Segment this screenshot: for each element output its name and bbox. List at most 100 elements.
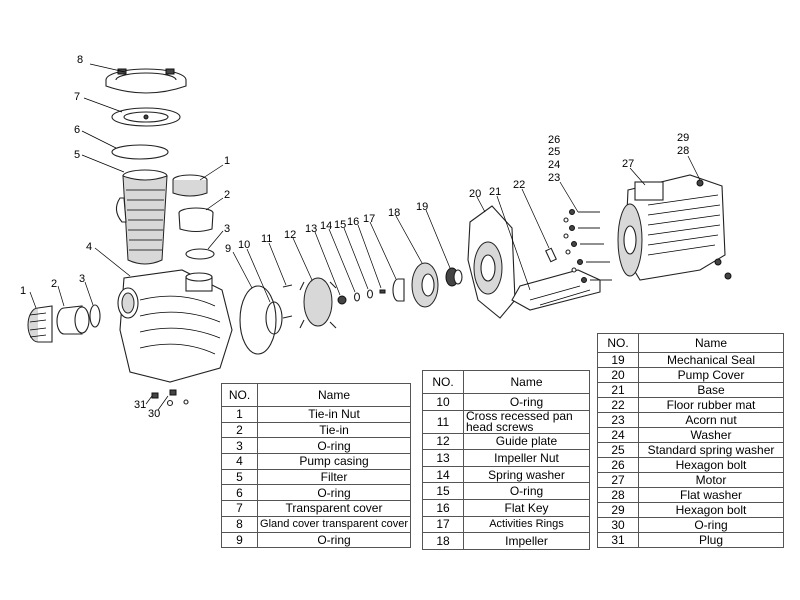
callout-9: 9 — [225, 243, 231, 255]
row-no: 25 — [597, 442, 639, 458]
pump-cover-part — [467, 205, 516, 319]
callout-3: 3 — [79, 273, 85, 285]
callout-27: 27 — [622, 158, 634, 170]
row-name: Mechanical Seal — [638, 352, 784, 368]
callout-31: 31 — [134, 399, 146, 411]
callout-28: 28 — [677, 145, 689, 157]
row-name: Filter — [257, 468, 411, 486]
row-no: 24 — [597, 427, 639, 443]
flat-key-part — [379, 289, 386, 294]
row-name: Tie-in — [257, 421, 411, 439]
row-name: Cross recessed pan head screws — [463, 409, 590, 434]
callout-8: 8 — [77, 54, 83, 66]
row-name: O-ring — [257, 531, 411, 549]
row-name: O-ring — [257, 484, 411, 502]
row-name: Acorn nut — [638, 412, 784, 428]
callout-24: 24 — [548, 159, 560, 171]
o-ring-left-part — [89, 304, 101, 328]
row-name: Impeller — [463, 532, 590, 550]
callout-5: 5 — [74, 149, 80, 161]
table-header-row: NO. Name — [422, 370, 590, 394]
tie-in-left-part — [56, 305, 90, 335]
row-no: 17 — [422, 515, 464, 534]
callout-17: 17 — [363, 213, 375, 225]
row-no: 27 — [597, 472, 639, 488]
header-no: NO. — [422, 370, 464, 394]
row-no: 23 — [597, 412, 639, 428]
header-name: Name — [463, 370, 590, 394]
row-no: 11 — [422, 409, 464, 434]
o-ring-9-part — [239, 285, 277, 355]
o-ring-15-part — [366, 289, 374, 299]
row-name: Pump casing — [257, 453, 411, 470]
row-name: Guide plate — [463, 432, 590, 451]
impeller-part — [411, 262, 439, 308]
callout-3-top: 3 — [224, 223, 230, 235]
row-name: Tie-in Nut — [257, 406, 411, 423]
row-name: Standard spring washer — [638, 442, 784, 458]
impeller-nut-part — [337, 295, 347, 305]
header-name: Name — [638, 333, 784, 353]
callout-11: 11 — [261, 233, 272, 245]
row-name: Flat washer — [638, 487, 784, 503]
row-no: 26 — [597, 457, 639, 473]
callout-7: 7 — [74, 91, 80, 103]
plug-and-o-ring-part — [151, 389, 189, 407]
o-ring-6-part — [111, 144, 169, 160]
row-name: Hexagon bolt — [638, 502, 784, 518]
callout-25: 25 — [548, 146, 560, 158]
row-no: 7 — [220, 500, 259, 517]
callout-19: 19 — [416, 201, 428, 213]
row-no: 8 — [220, 515, 259, 533]
row-name: Hexagon bolt — [638, 457, 784, 473]
row-no: 18 — [422, 532, 464, 550]
callout-15: 15 — [334, 219, 346, 231]
callout-4: 4 — [86, 241, 92, 253]
row-no: 5 — [220, 468, 259, 486]
callout-13: 13 — [305, 223, 317, 235]
leader-lines — [29, 63, 701, 411]
screws-11-part — [282, 284, 293, 319]
callout-29: 29 — [677, 132, 689, 144]
callout-12: 12 — [284, 229, 296, 241]
row-name: Activities Rings — [463, 515, 590, 534]
row-no: 22 — [597, 397, 639, 413]
callout-21: 21 — [489, 186, 501, 198]
row-no: 12 — [422, 432, 464, 451]
row-name: O-ring — [257, 437, 411, 455]
row-no: 28 — [597, 487, 639, 503]
row-name: Floor rubber mat — [638, 397, 784, 413]
row-name: Washer — [638, 427, 784, 443]
row-name: Base — [638, 382, 784, 398]
row-name: O-ring — [463, 482, 590, 500]
row-name: Impeller Nut — [463, 449, 590, 467]
mechanical-seal-part — [445, 267, 463, 287]
table-header-row: NO. Name — [597, 333, 784, 353]
